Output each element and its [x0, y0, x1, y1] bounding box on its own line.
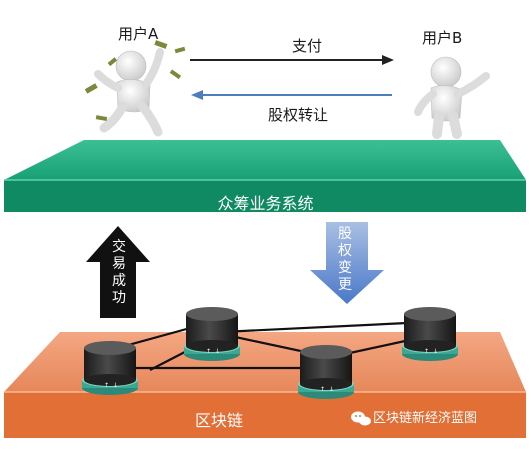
payment-label: 支付: [292, 37, 323, 55]
person-icon: [94, 48, 164, 137]
crowdfunding-platform: [4, 140, 526, 212]
blockchain-node-3: ↑ ↓: [298, 345, 354, 399]
svg-text:↑: ↑: [104, 382, 109, 389]
svg-text:↑: ↑: [206, 348, 211, 355]
blockchain-node-1: ↑ ↓: [82, 341, 138, 395]
crowdfunding-platform-front: [4, 180, 526, 212]
svg-text:↓: ↓: [433, 348, 438, 355]
money-icon: [84, 40, 186, 122]
svg-text:↓: ↓: [113, 382, 118, 389]
user-a-label: 用户A: [118, 25, 159, 43]
blockchain-node-4: ↑ ↓: [402, 307, 458, 361]
svg-text:↑: ↑: [320, 386, 325, 393]
svg-text:↓: ↓: [215, 348, 220, 355]
database-icon: ↑ ↓: [184, 307, 240, 361]
trade-success-arrow: [86, 226, 150, 318]
payment-arrow: [190, 55, 394, 65]
crowdfunding-platform-top: [4, 140, 526, 180]
database-icon: ↑ ↓: [82, 341, 138, 395]
svg-text:↓: ↓: [329, 386, 334, 393]
user-b-figure: [414, 56, 490, 139]
blockchain-platform-front: [4, 392, 526, 438]
equity-transfer-arrow: [191, 90, 392, 100]
user-b-label: 用户B: [422, 29, 463, 47]
database-icon: ↑ ↓: [402, 307, 458, 361]
watermark-label: 区块链新经济蓝图: [373, 411, 478, 426]
svg-text:↑: ↑: [424, 348, 429, 355]
equity-transfer-label: 股权转让: [268, 106, 329, 124]
equity-change-label: 股权变更: [338, 226, 352, 293]
database-icon: ↑ ↓: [298, 345, 354, 399]
trade-success-label: 交易成功: [112, 239, 126, 306]
user-a-figure: [84, 40, 186, 137]
platform-label: 众筹业务系统: [217, 194, 314, 213]
blockchain-label: 区块链: [195, 411, 244, 430]
equity-change-arrow: [310, 222, 384, 304]
person-icon: [414, 56, 490, 139]
blockchain-node-2: ↑ ↓: [184, 307, 240, 361]
wechat-icon: [351, 411, 371, 426]
